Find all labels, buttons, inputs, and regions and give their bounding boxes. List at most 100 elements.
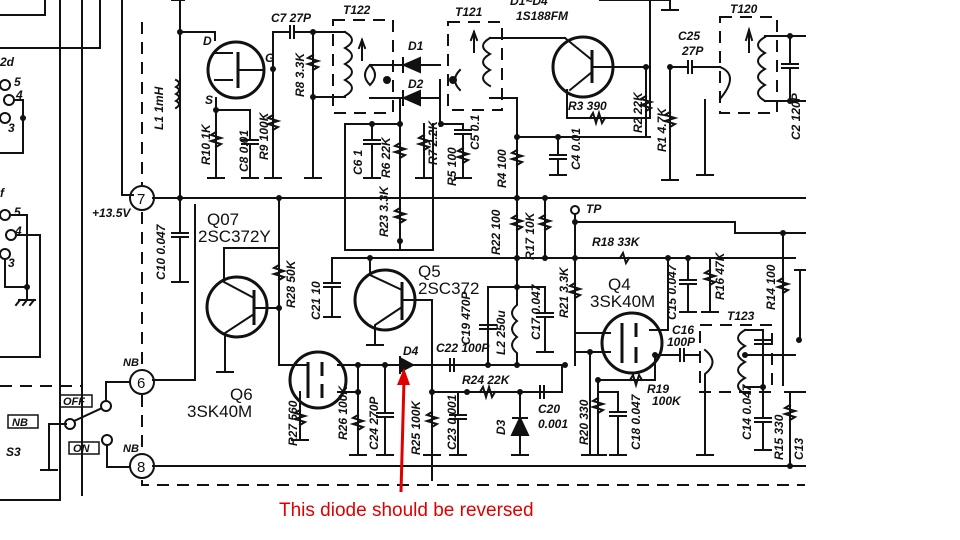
ground-icon [14,286,36,307]
t120-label: T120 [730,2,758,16]
pin-label: 4 [14,224,22,238]
fet-pin-d: D [203,34,212,48]
r25-label: R25 100K [409,400,423,455]
wire [369,64,441,99]
t121-core-adjust [469,29,479,53]
testpoint[interactable] [570,205,580,215]
r7-label: R7 2.2K [426,120,440,165]
r16-label: R16 47K [713,251,727,300]
r20-label: R20 330 [577,399,591,445]
pin-label: 5 [14,205,21,219]
diode-part-label: 1S188FM [516,9,569,23]
resistor-r18 [618,250,631,266]
resistor-r10 [207,130,225,149]
wire [264,31,282,179]
left-panel: 2d 5 4 3 f 5 4 3 [0,0,101,501]
wire [304,96,322,179]
resistor-r21 [566,281,584,300]
junction [449,76,457,84]
resistor-r7 [415,123,433,179]
connector-7-label: 7 [137,191,145,208]
connector-6-label: 6 [137,375,145,392]
wire [312,31,346,98]
wire [696,99,714,176]
r27-label: R27 560 [286,400,300,446]
r23-label: R23 3.3K [377,185,391,237]
switch-on-box [68,441,100,455]
resistor-r28 [270,263,288,282]
switch-contact-on [101,434,113,446]
pin-3-top [0,112,11,124]
r15-label: R15 330 [772,414,786,460]
resistor-r16 [701,257,719,313]
r9-label: R9 100K [257,111,271,160]
wire [214,52,263,81]
switch-s3[interactable]: OFF NB ON S3 [6,381,131,471]
wire [0,99,24,154]
capacitor-c5-r5 [454,123,472,179]
capacitor-c17 [536,286,554,353]
r17-label: R17 10K [523,211,537,260]
left-label-mid: f [0,186,5,200]
r3-label: R3 390 [568,99,607,113]
junction [20,115,26,121]
capacitor-c8 [215,109,259,179]
junction [787,463,793,469]
capacitor-c24 [376,364,394,456]
q07-stage: C10 0.047 Q07 2SC372Y R28 50K [152,195,298,381]
resistor-r27 [291,408,309,427]
annotation: This diode should be reversed [279,368,534,521]
q6-part: 3SK40M [187,402,252,421]
c2-label: C2 120P [789,92,803,140]
r5-label: R5 100 [445,147,459,186]
wire [0,360,83,387]
resistor-r19 [628,372,644,389]
left-label-top: 2d [0,55,15,69]
c10-label: C10 0.047 [154,223,168,280]
left-box-top [0,0,46,16]
r24-label: R24 22K [462,373,511,387]
d3-label: D3 [494,419,508,435]
discriminator-stage: T122 D1 D2 T121 C6 1 R6 22K R7 2.2K R5 1… [332,3,566,251]
left-wire-a [0,0,61,501]
resistor-r25 [423,391,441,456]
c20-label: C20 [538,402,560,416]
q07-part: 2SC372Y [198,227,271,246]
wire [649,257,669,331]
wire [574,213,806,259]
wire [216,247,280,373]
c21-label: C21 10 [309,281,323,320]
t123-can [699,324,773,393]
t122-primary [342,30,353,98]
c13-label: C13 [792,438,806,460]
r1-label: R1 4.7K [655,107,669,152]
t122-core-adjust [357,37,367,61]
t120-core-adjust [744,26,754,53]
switch-contact-off [100,400,112,412]
capacitor-c4 [549,136,567,176]
annotation-arrow-shaft [399,379,406,493]
diode-d4[interactable] [400,357,415,373]
left-box-outer [0,0,101,49]
resistor-r15 [781,403,799,422]
capacitor-c16 [679,348,701,362]
wire [599,0,679,11]
c16-value: 100P [667,335,696,349]
resistor-r4 [508,148,526,167]
pin-label: 3 [8,256,15,270]
resistor-r9 [264,113,282,132]
pin-5-mid [0,209,11,221]
wire [0,234,41,358]
capacitor-c14 [754,386,772,451]
c17-label: C17 0.047 [529,283,543,340]
q4-symbol [600,311,664,375]
r18-label: R18 33K [592,235,641,249]
q5-part: 2SC372 [418,279,479,298]
t122-label: T122 [343,3,371,17]
pin-label: 3 [8,121,15,135]
capacitor-c23 [449,391,467,456]
capacitor-c21 [323,257,341,318]
pin-label: 4 [15,88,23,102]
top-left-stage: L1 1mH D G S R10 1K C8 0.01 R9 100K C7 2… [152,0,806,199]
